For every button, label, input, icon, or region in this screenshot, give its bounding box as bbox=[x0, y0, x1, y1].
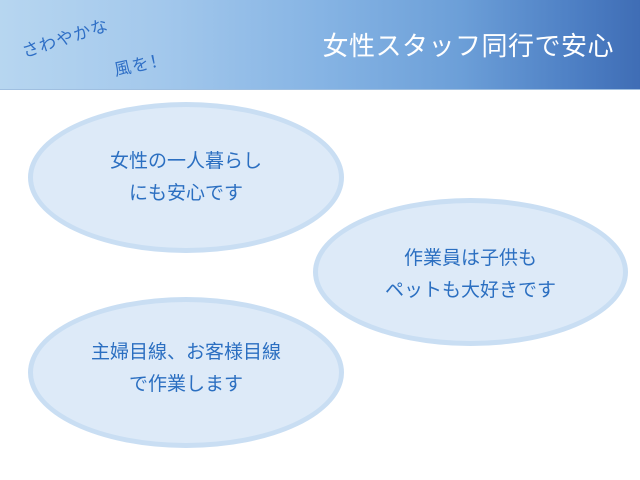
feature-bubble-customer-perspective: 主婦目線、お客様目線 で作業します bbox=[28, 297, 344, 448]
header-banner: さわやかな 風を！ 女性スタッフ同行で安心 bbox=[0, 0, 640, 90]
feature-bubble-women-living-alone: 女性の一人暮らし にも安心です bbox=[28, 102, 344, 253]
bubble-text: 主婦目線、お客様目線 で作業します bbox=[91, 336, 281, 400]
bubble-text: 女性の一人暮らし にも安心です bbox=[110, 145, 262, 209]
bubble-line-1: 女性の一人暮らし bbox=[109, 149, 262, 172]
bubble-line-2: ペットも大好きです bbox=[384, 279, 556, 301]
feature-bubble-kids-pets: 作業員は子供も ペットも大好きです bbox=[313, 198, 628, 346]
bubble-line-2: にも安心です bbox=[128, 181, 243, 204]
tagline-line-1: さわやかな bbox=[19, 15, 112, 63]
bubble-text: 作業員は子供も ペットも大好きです bbox=[385, 242, 556, 306]
bubble-line-2: で作業します bbox=[128, 372, 243, 395]
bubble-line-1: 作業員は子供も bbox=[403, 247, 537, 269]
bubble-line-1: 主婦目線、お客様目線 bbox=[90, 340, 281, 363]
tagline-line-2: 風を！ bbox=[112, 49, 170, 81]
page-title: 女性スタッフ同行で安心 bbox=[322, 32, 614, 62]
